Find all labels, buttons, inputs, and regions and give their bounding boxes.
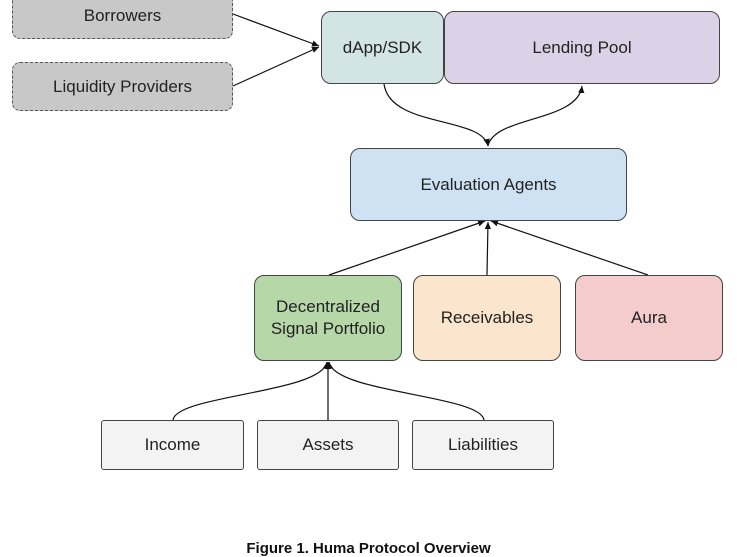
edge-receivables-to-evaluation-agents (484, 221, 492, 276)
node-liabilities: Liabilities (412, 420, 554, 470)
edge-liabilities-to-signal-portfolio (326, 361, 485, 421)
node-decentralized-signal-portfolio-label: Decentralized Signal Portfolio (270, 297, 386, 338)
node-assets: Assets (257, 420, 399, 470)
edge-borrowers-to-dapp-sdk (232, 13, 320, 47)
node-income: Income (101, 420, 244, 470)
node-borrowers-label: Borrowers (83, 5, 162, 25)
node-receivables-label: Receivables (440, 308, 534, 327)
node-dapp-sdk: dApp/SDK (321, 11, 444, 84)
node-assets-label: Assets (302, 435, 354, 454)
edge-liquidity-providers-to-dapp-sdk (232, 46, 320, 87)
node-liquidity-providers-label: Liquidity Providers (53, 76, 192, 96)
node-dapp-sdk-label: dApp/SDK (342, 37, 423, 57)
edge-dapp-sdk-to-evaluation-agents (383, 83, 490, 147)
node-evaluation-agents: Evaluation Agents (350, 148, 627, 221)
edge-income-to-signal-portfolio (172, 361, 330, 421)
node-liabilities-label: Liabilities (448, 435, 518, 454)
node-decentralized-signal-portfolio: Decentralized Signal Portfolio (254, 275, 402, 361)
edge-evaluation-agents-to-lending-pool (487, 85, 585, 147)
node-aura: Aura (575, 275, 723, 361)
edge-aura-to-evaluation-agents (490, 220, 649, 276)
node-aura-label: Aura (631, 308, 667, 327)
node-income-label: Income (144, 435, 201, 454)
edge-signal-portfolio-to-evaluation-agents (328, 220, 486, 276)
node-liquidity-providers: Liquidity Providers (12, 62, 233, 111)
node-lending-pool: Lending Pool (444, 11, 720, 84)
node-receivables: Receivables (413, 275, 561, 361)
node-evaluation-agents-label: Evaluation Agents (420, 174, 557, 194)
node-lending-pool-label: Lending Pool (532, 37, 632, 57)
node-borrowers: Borrowers (12, 0, 233, 39)
